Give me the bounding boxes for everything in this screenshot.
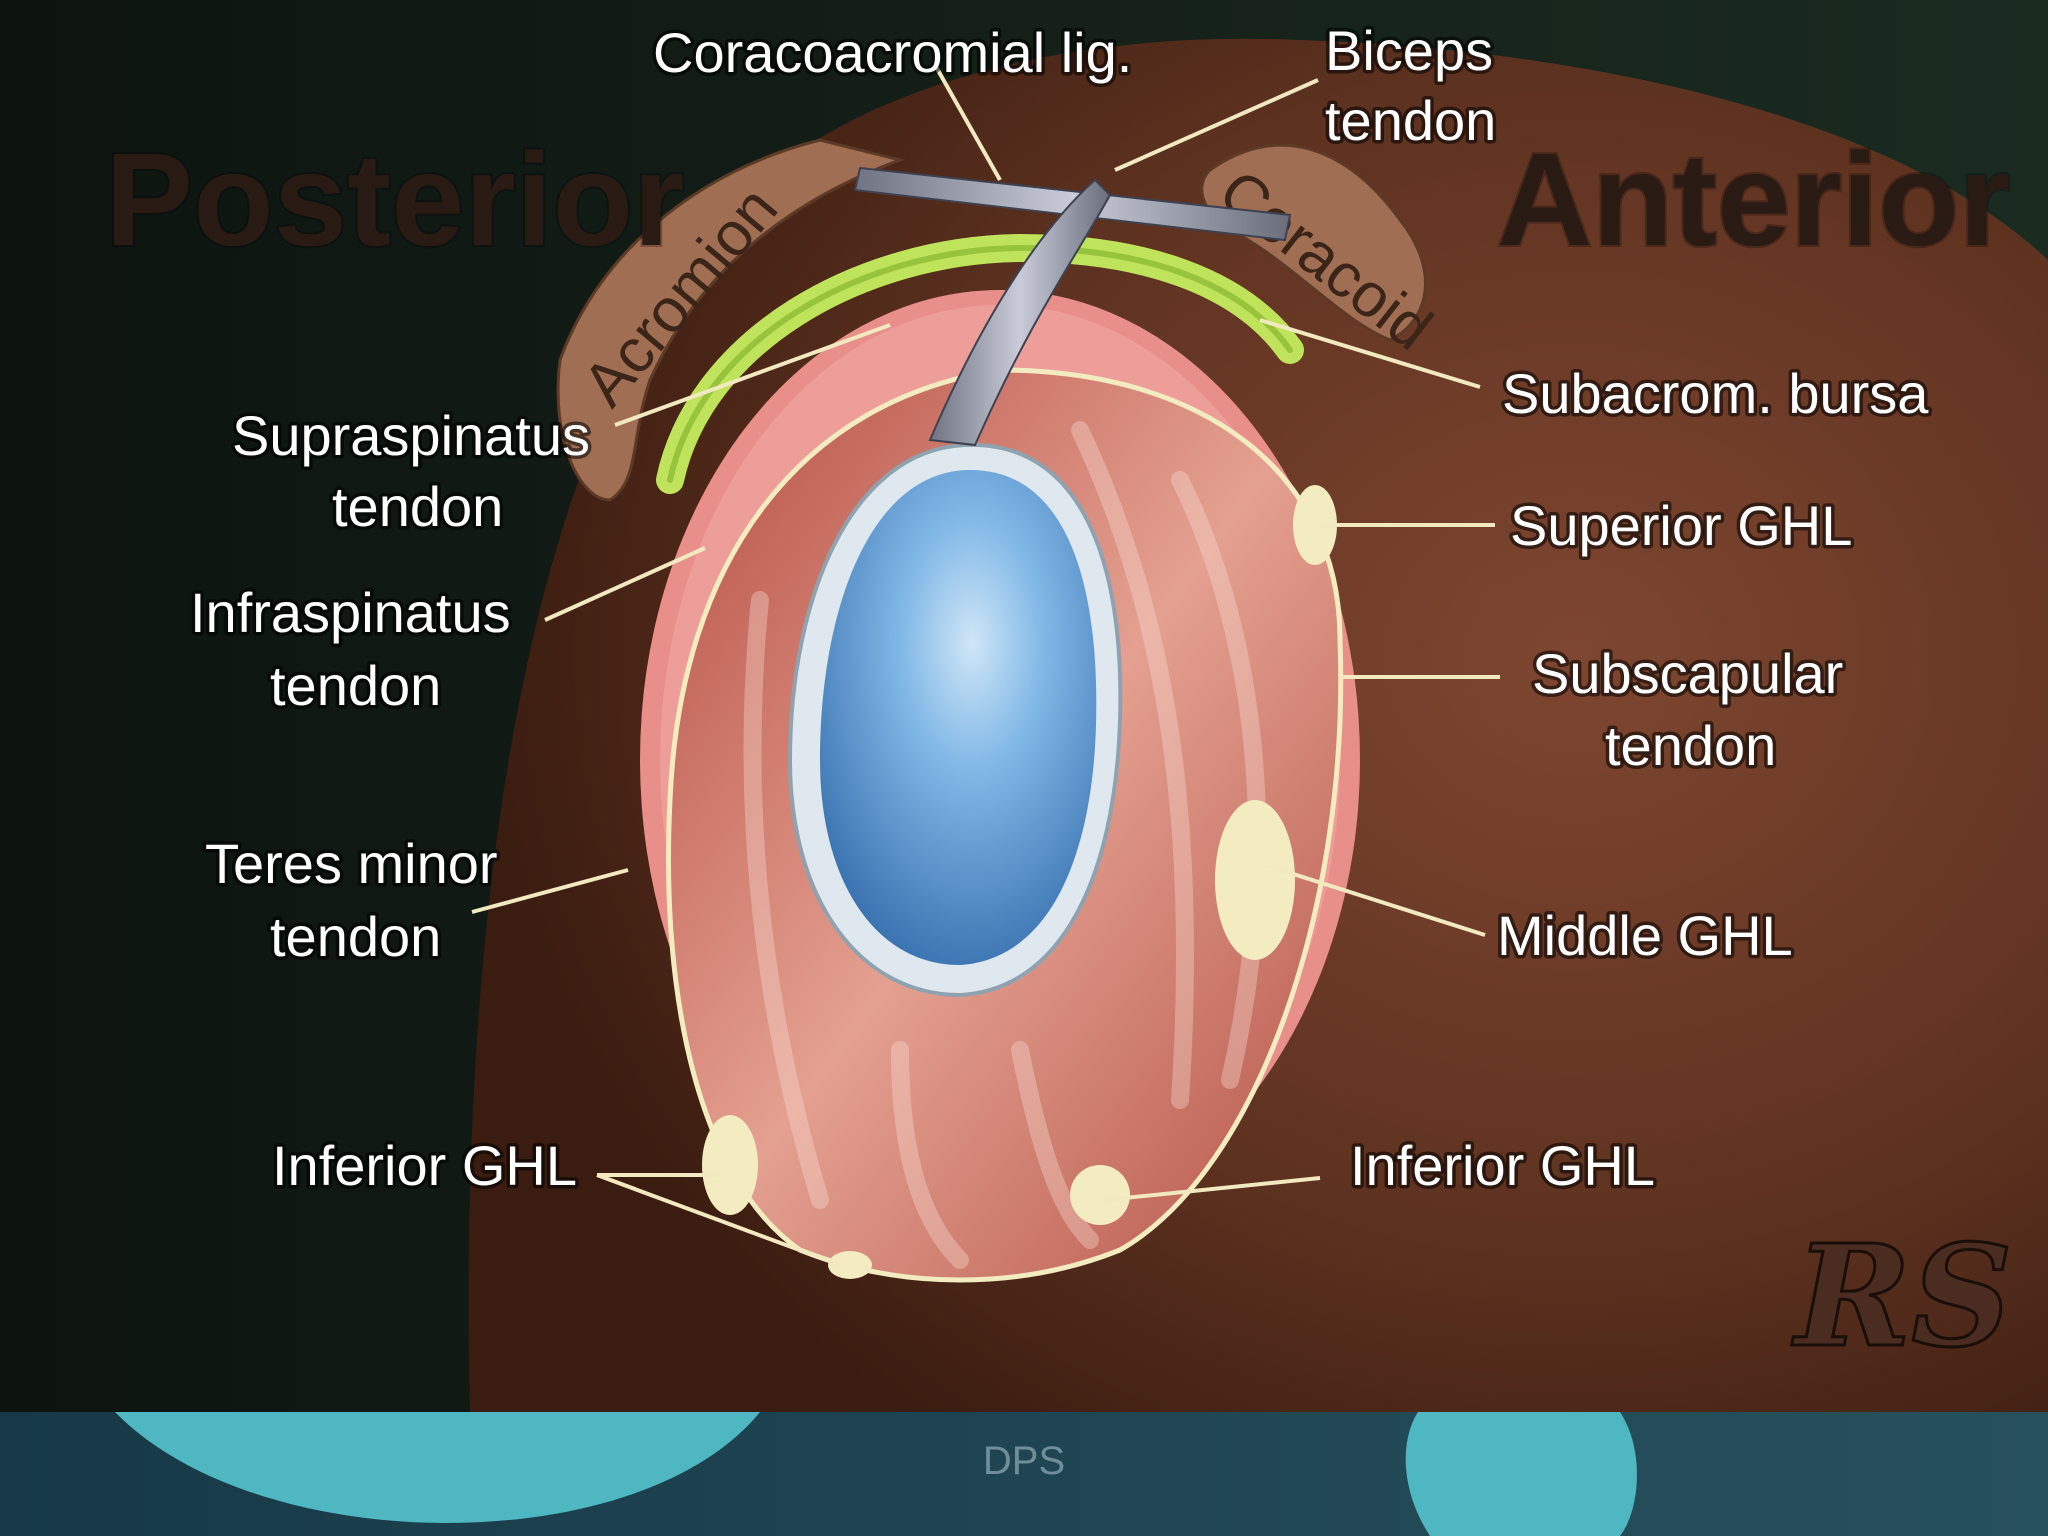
biceps-label-line1: Biceps: [1325, 19, 1493, 82]
acromion-bone: [556, 138, 906, 502]
rs-signature: RS: [1791, 1215, 2012, 1379]
glenoid-fossa: [820, 469, 1097, 965]
inferior-ghl-right-label: Inferior GHL: [1350, 1134, 1655, 1197]
subacromial-bursa-label: Subacrom. bursa: [1502, 362, 1929, 425]
supraspinatus-label-line2: tendon: [332, 475, 503, 538]
footer-right-shape: [1405, 1412, 1637, 1536]
biceps-label-line2: tendon: [1325, 89, 1496, 152]
superior-ghl: [1293, 485, 1337, 565]
subscapular-label-line1: Subscapular: [1532, 642, 1843, 705]
posterior-heading: Posterior: [105, 126, 685, 273]
coracoacromial-label: Coracoacromial lig.: [653, 21, 1132, 84]
inferior-ghl-band: [828, 1251, 872, 1279]
middle-ghl-label: Middle GHL: [1497, 904, 1793, 967]
inferior-ghl-posterior: [702, 1115, 758, 1215]
supraspinatus-label-line1: Supraspinatus: [232, 404, 590, 467]
middle-ghl: [1215, 800, 1295, 960]
inferior-ghl-left-label: Inferior GHL: [272, 1134, 577, 1197]
teres-minor-label-line1: Teres minor: [205, 832, 498, 895]
teres-minor-label-line2: tendon: [270, 905, 441, 968]
inferior-ghl-anterior: [1070, 1165, 1130, 1225]
biceps-tendon: [928, 178, 1112, 447]
subscapular-label-line2: tendon: [1605, 714, 1776, 777]
anterior-heading: Anterior: [1497, 126, 2010, 273]
leader-lines: [471, 64, 1500, 1267]
infraspinatus-label-line2: tendon: [270, 654, 441, 717]
infraspinatus-label-line1: Infraspinatus: [190, 581, 511, 644]
footer-text: DPS: [983, 1439, 1065, 1483]
footer-left-shape: [115, 1412, 760, 1523]
superior-ghl-label: Superior GHL: [1510, 494, 1852, 557]
